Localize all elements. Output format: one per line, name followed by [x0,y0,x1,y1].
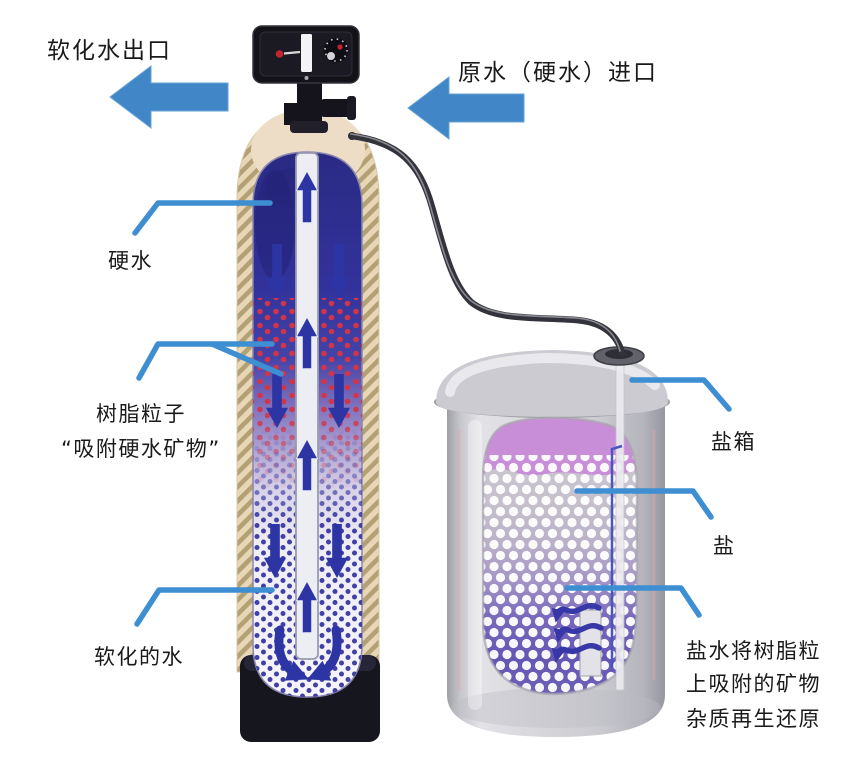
brine-tube [615,363,625,691]
outlet-label: 软化水出口 [47,38,172,64]
salt-tank-label: 盐箱 [711,430,756,454]
brine-label-line2: 上吸附的矿物 [686,672,821,696]
softened-water-label: 软化的水 [94,645,184,669]
valve-indicator-dot [275,50,284,58]
leader-softened-water [134,587,275,627]
inlet-label: 原水（硬水）进口 [458,60,658,86]
resin-label-line2: “吸附硬水矿物” [61,437,221,461]
brine-label-line1: 盐水将树脂粒 [686,639,821,663]
leader-brine [564,585,702,618]
leader-resin-b [209,341,284,377]
brine-label-line3: 杂质再生还原 [686,707,821,731]
leader-salt-tank [629,377,732,412]
valve-slot [301,34,312,72]
salt-tank [434,346,670,737]
resin-label-line1: 树脂粒子 [96,402,186,426]
softener-tank [236,109,380,742]
brine-hose [348,132,626,357]
leader-resin-a [136,341,275,381]
leader-lines [132,200,732,627]
leader-hard-water [132,200,273,236]
control-valve [252,25,360,133]
leader-salt [574,488,714,520]
riser-tube [295,152,319,660]
outlet-arrow-icon [109,64,229,130]
salt-label: 盐 [713,534,736,558]
hard-water-label: 硬水 [108,249,153,273]
brine-flow-icon [551,603,604,663]
inlet-arrow-icon [407,75,525,141]
bottom-curved-arrows [274,625,342,681]
valve-dial [323,37,349,63]
